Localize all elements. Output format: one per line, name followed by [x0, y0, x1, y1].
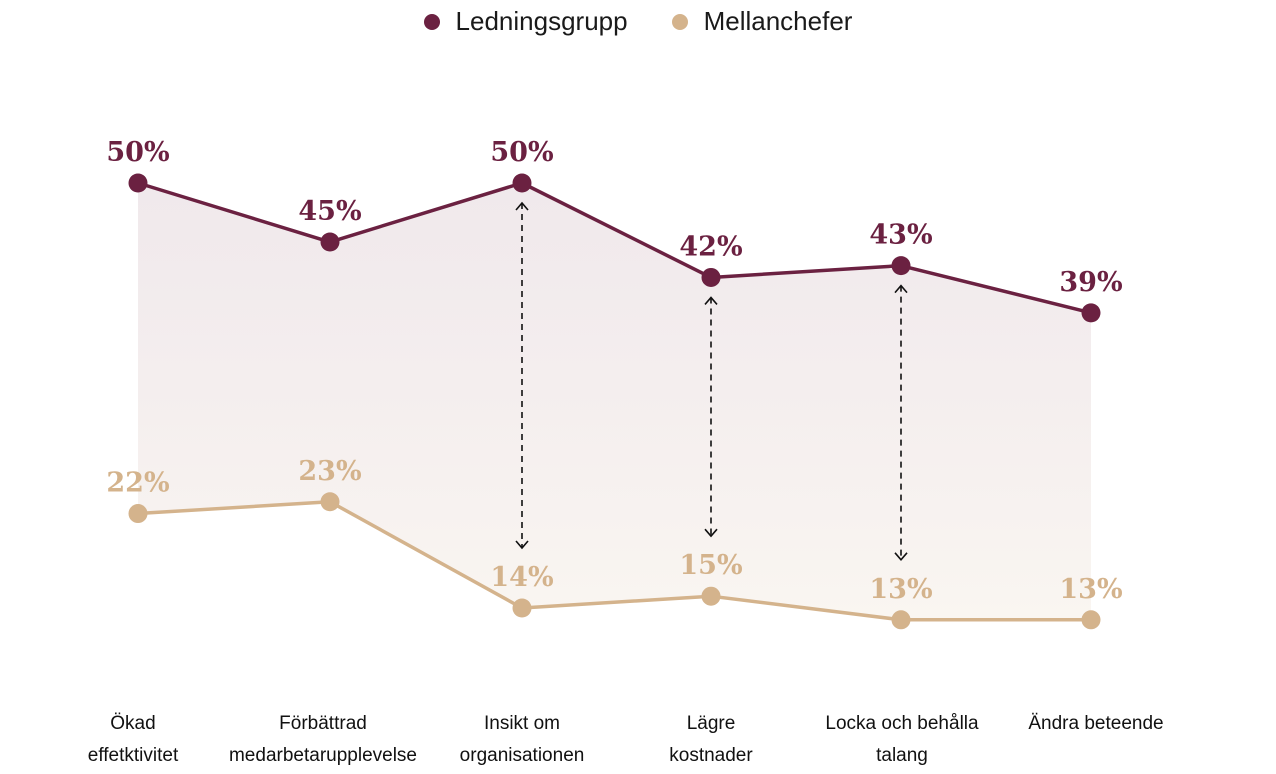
data-point-mellanchefer — [891, 610, 911, 630]
gap-arrow-head-up — [704, 296, 718, 305]
data-point-ledningsgrupp — [320, 232, 340, 252]
x-tick-label-line: organisationen — [459, 745, 585, 766]
gap-arrow-head-up — [515, 201, 529, 211]
x-tick-label-line: Förbättrad — [279, 713, 367, 734]
legend-marker-mellanchefer — [671, 13, 688, 30]
x-tick-label-line: Ändra beteende — [1028, 713, 1164, 734]
data-label-ledningsgrupp: 45% — [298, 196, 361, 227]
x-tick-label-5: Locka och behålla talang — [782, 708, 1022, 772]
label-layer: 50% 45% 50% 42% 43% 39% 22% 23% 14% 15% 13% 13% — [106, 137, 1122, 605]
legend-item-mellanchefer[interactable]: Mellanchefer — [671, 6, 853, 37]
data-point-mellanchefer — [320, 492, 340, 512]
gap-arrow-head-up — [894, 284, 908, 294]
arrow-layer — [515, 201, 908, 562]
x-tick-label-line: kostnader — [669, 745, 753, 766]
legend-label-ledningsgrupp: Ledningsgrupp — [455, 6, 628, 36]
gap-arrow — [515, 201, 529, 550]
gap-arrow — [894, 284, 908, 562]
x-tick-label-4: Lägre kostnader — [591, 708, 831, 772]
x-tick-label-line: Insikt om — [483, 713, 561, 734]
x-tick-label-2: Förbättrad medarbetarupplevelse — [203, 708, 443, 772]
data-point-mellanchefer — [512, 598, 532, 618]
data-label-mellanchefer: 13% — [869, 574, 932, 605]
point-layer — [128, 173, 1101, 630]
x-tick-label-1: Ökad effetktivitet — [13, 708, 253, 772]
legend: Ledningsgrupp Mellanchefer — [0, 6, 1276, 37]
data-point-ledningsgrupp — [512, 173, 532, 193]
x-tick-label-line: effetktivitet — [87, 745, 179, 766]
gap-area — [138, 183, 1091, 620]
data-label-mellanchefer: 13% — [1059, 574, 1122, 605]
legend-label-mellanchefer: Mellanchefer — [703, 6, 853, 36]
data-label-ledningsgrupp: 50% — [490, 137, 553, 168]
x-tick-label-line: talang — [876, 745, 928, 766]
data-label-mellanchefer: 15% — [679, 550, 742, 581]
data-label-ledningsgrupp: 39% — [1059, 267, 1122, 298]
data-label-ledningsgrupp: 43% — [869, 220, 932, 251]
data-label-mellanchefer: 23% — [298, 456, 361, 487]
series-line-ledningsgrupp — [137, 181, 1092, 315]
data-label-ledningsgrupp: 42% — [679, 231, 742, 262]
data-point-mellanchefer — [1081, 610, 1101, 630]
line-layer — [137, 181, 1092, 622]
data-point-mellanchefer — [701, 586, 721, 606]
series-line-mellanchefer — [137, 500, 1091, 622]
x-tick-label-line: medarbetarupplevelse — [228, 745, 417, 766]
legend-marker-ledningsgrupp — [423, 13, 440, 30]
x-tick-label-line: Lägre — [686, 713, 736, 734]
data-point-ledningsgrupp — [701, 267, 721, 287]
data-label-ledningsgrupp: 50% — [106, 137, 169, 168]
data-label-mellanchefer: 22% — [106, 468, 169, 499]
data-label-mellanchefer: 14% — [490, 562, 553, 593]
gap-arrow-head-down — [894, 552, 908, 562]
gap-arrow-head-down — [515, 540, 529, 550]
data-point-mellanchefer — [128, 504, 148, 524]
legend-item-ledningsgrupp[interactable]: Ledningsgrupp — [423, 6, 628, 37]
data-point-ledningsgrupp — [891, 256, 911, 276]
gap-arrow-head-down — [704, 528, 718, 538]
x-tick-label-line: Locka och behålla — [825, 713, 979, 734]
data-point-ledningsgrupp — [1081, 303, 1101, 323]
x-tick-label-6: Ändra beteende — [976, 708, 1216, 740]
area-layer — [138, 183, 1091, 620]
x-tick-label-3: Insikt om organisationen — [402, 708, 642, 772]
x-tick-label-line: Ökad — [110, 713, 156, 734]
data-point-ledningsgrupp — [128, 173, 148, 193]
gap-arrow — [704, 296, 718, 538]
